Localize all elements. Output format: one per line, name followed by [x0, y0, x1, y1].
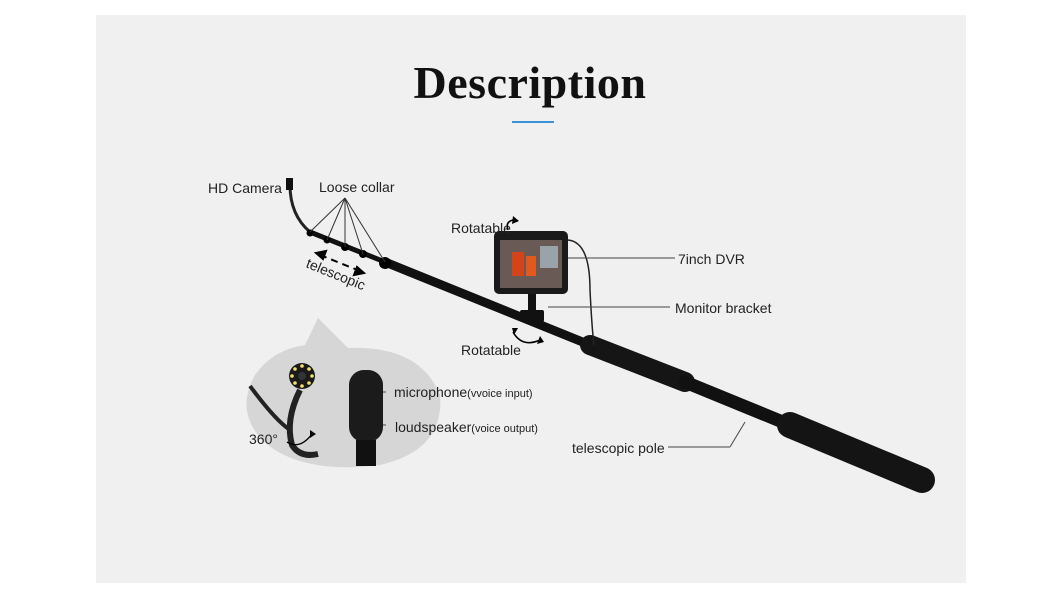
monitor-cable: [567, 239, 595, 346]
label-hd-camera: HD Camera: [208, 180, 282, 196]
label-360: 360°: [249, 431, 278, 447]
camera-head: [286, 178, 293, 190]
bracket-clamp: [520, 310, 544, 322]
label-rotatable-bottom: Rotatable: [461, 342, 521, 358]
pole-handle: [777, 412, 935, 493]
microphone-note: (vvoice input): [467, 388, 533, 400]
label-rotatable-top: Rotatable: [451, 220, 511, 236]
collar-pointers: [309, 197, 386, 263]
rotate-360-arrow: [286, 433, 313, 446]
label-microphone: microphone(vvoice input): [394, 384, 533, 400]
mic-speaker-head: [349, 370, 383, 442]
led-ring: [290, 364, 314, 388]
label-telescopic-pole: telescopic pole: [572, 440, 665, 456]
page-title: Description: [413, 57, 647, 108]
gooseneck-cable: [288, 184, 311, 234]
bracket-post: [528, 294, 536, 314]
rotate-arrow-bottom: [512, 331, 541, 344]
loudspeaker-text: loudspeaker: [395, 419, 472, 435]
label-loudspeaker: loudspeaker(voice output): [395, 419, 538, 435]
rotate-arrow-top: [506, 219, 514, 231]
pole-upper-grip: [580, 335, 695, 392]
label-pointers: [365, 257, 746, 448]
detail-cable: [248, 384, 292, 432]
telescopic-arrows: [313, 249, 367, 277]
detail-bubble: [246, 318, 441, 468]
pole-mid-section: [380, 257, 595, 350]
loudspeaker-note: (voice output): [471, 423, 538, 435]
pole-lower-section: [678, 375, 797, 432]
label-monitor-bracket: Monitor bracket: [675, 300, 772, 316]
label-loose-collar: Loose collar: [319, 179, 395, 195]
detail-gooseneck: [286, 388, 319, 458]
microphone-text: microphone: [394, 384, 468, 400]
title-underline: [512, 121, 554, 123]
label-dvr: 7inch DVR: [678, 251, 745, 267]
